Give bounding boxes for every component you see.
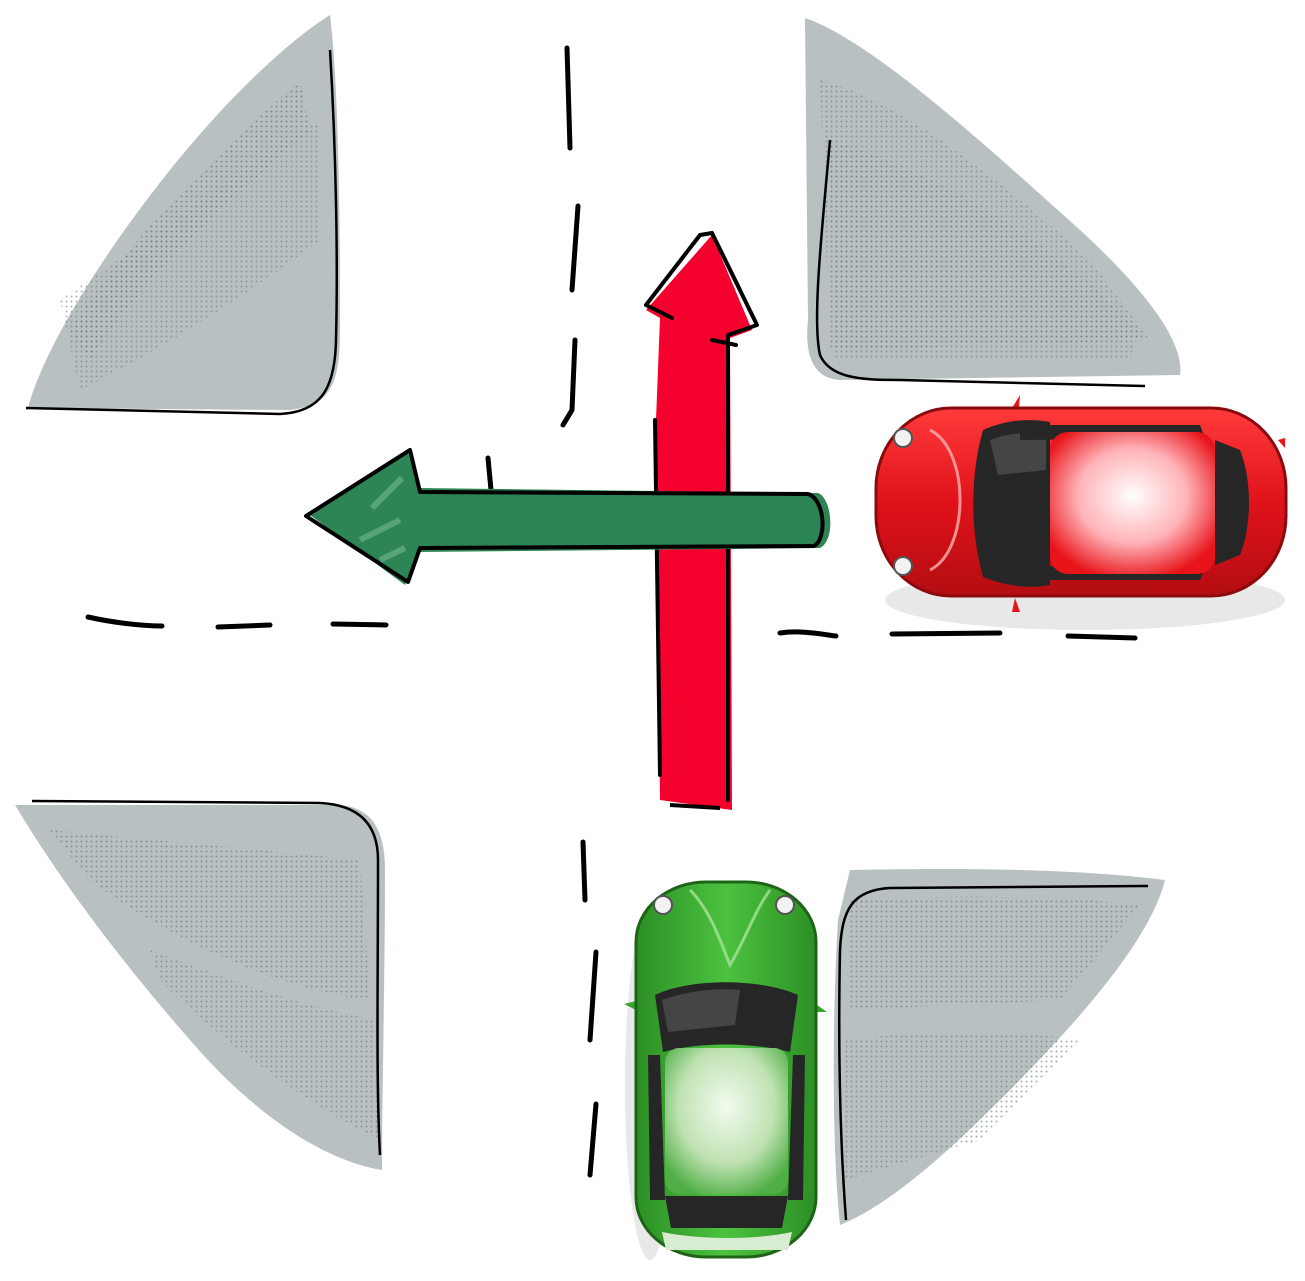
block-bottom-right — [833, 869, 1165, 1225]
block-top-left — [25, 15, 340, 416]
red-car-icon — [874, 395, 1288, 630]
green-car-icon — [624, 880, 827, 1260]
block-bottom-left — [15, 799, 385, 1170]
block-top-right — [805, 18, 1181, 388]
lane-markings — [85, 45, 1138, 1178]
arrow-left-icon — [304, 448, 831, 585]
